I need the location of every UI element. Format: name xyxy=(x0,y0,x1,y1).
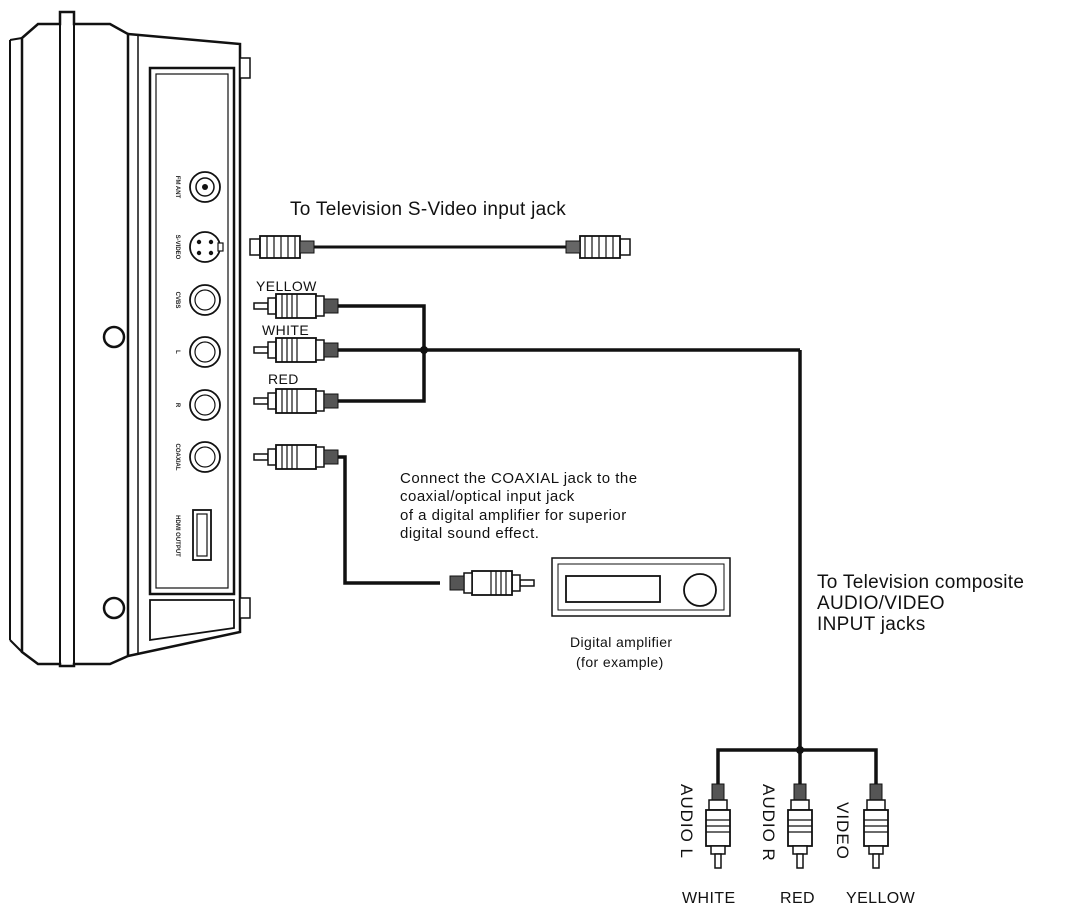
tv-caption-line-3: INPUT jacks xyxy=(817,613,926,635)
coaxial-cable xyxy=(253,444,535,596)
digital-amplifier xyxy=(551,557,731,617)
white-plug-label: WHITE xyxy=(262,322,310,338)
tv-composite-caption: To Television composite AUDIO/VIDEO INPU… xyxy=(817,572,1025,636)
port-label-cvbs: CVBS xyxy=(174,292,180,309)
port-label-hdmi: HDMI OUTPUT xyxy=(174,515,180,557)
tv-caption-line-2: AUDIO/VIDEO xyxy=(817,592,945,614)
s-video-caption: To Television S-Video input jack xyxy=(290,199,567,220)
plug-label-video: VIDEO xyxy=(833,802,852,860)
coaxial-note-line-4: digital sound effect. xyxy=(400,524,540,542)
plug-label-audio-r: AUDIO R xyxy=(759,784,778,862)
dvd-player-side-view xyxy=(9,10,251,668)
port-label-fm-ant: FM ANT xyxy=(174,176,180,199)
coaxial-note-line-3: of a digital amplifier for superior xyxy=(400,506,627,524)
coaxial-note-line-1: Connect the COAXIAL jack to the xyxy=(400,470,638,487)
port-label-coaxial: COAXIAL xyxy=(174,444,180,471)
amplifier-caption: Digital amplifier xyxy=(570,634,673,650)
composite-av-cable xyxy=(253,293,889,869)
tv-caption-line-1: To Television composite xyxy=(817,572,1025,593)
s-video-cable xyxy=(249,235,631,259)
port-label-audio-l: L xyxy=(174,350,180,354)
color-label-white: WHITE xyxy=(682,890,736,907)
amplifier-sub-caption: (for example) xyxy=(576,654,664,670)
color-label-yellow: YELLOW xyxy=(846,890,916,907)
coaxial-note: Connect the COAXIAL jack to the coaxial/… xyxy=(400,470,638,543)
yellow-plug-label: YELLOW xyxy=(256,278,317,294)
color-label-red: RED xyxy=(780,890,815,907)
coaxial-note-line-2: coaxial/optical input jack xyxy=(400,488,575,506)
red-plug-label: RED xyxy=(268,371,299,387)
port-label-s-video: S-VIDEO xyxy=(174,235,180,260)
port-label-audio-r: R xyxy=(174,403,180,408)
plug-label-audio-l: AUDIO L xyxy=(677,784,696,860)
rear-panel-ports: FM ANT S-VIDEO CVBS L R COAXIAL HDMI OUT… xyxy=(174,171,224,561)
